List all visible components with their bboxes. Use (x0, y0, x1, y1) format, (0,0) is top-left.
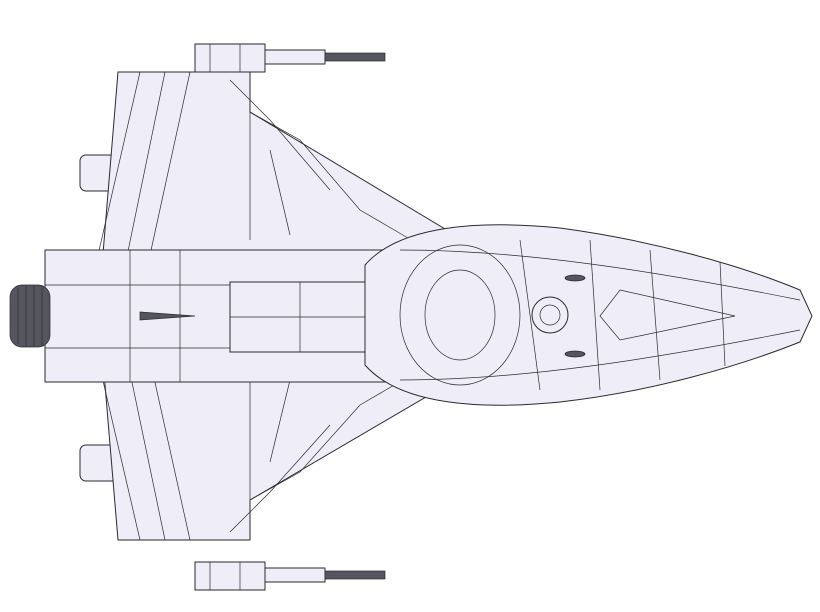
engine-exhaust (9, 284, 51, 348)
rear-fuselage (44, 249, 386, 383)
top-cannon (194, 43, 386, 73)
bottom-cannon (194, 561, 386, 591)
forward-hull (364, 224, 813, 406)
